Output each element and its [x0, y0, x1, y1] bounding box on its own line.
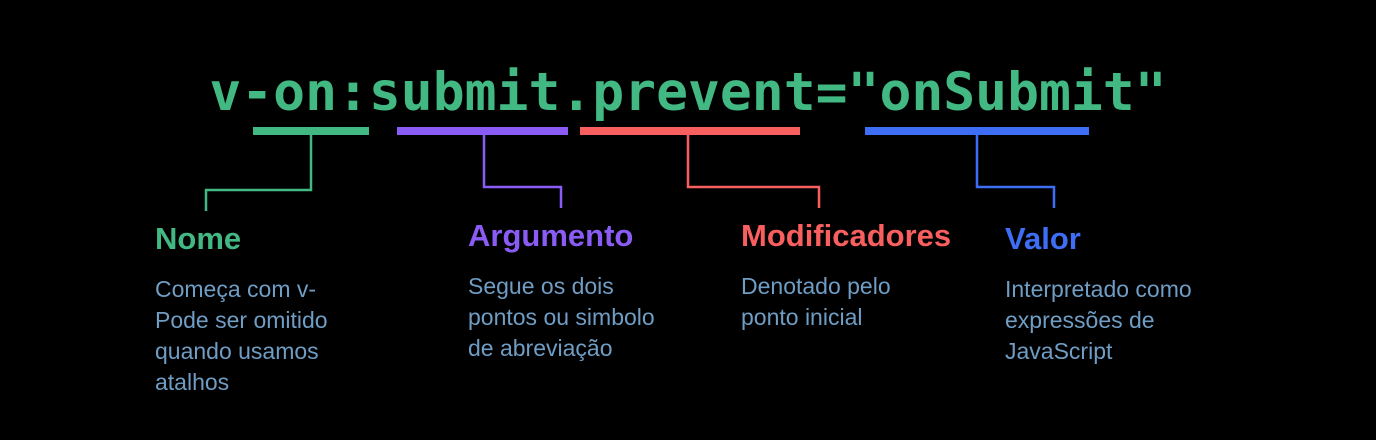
segment-bar-modificadores: [580, 127, 800, 135]
segment-description-line: Segue os dois: [468, 273, 614, 299]
segment-description-line: pontos ou simbolo: [468, 304, 655, 330]
segment-description-modificadores: Denotado pelo ponto inicial: [741, 254, 951, 333]
segment-description-line: atalhos: [155, 369, 230, 395]
segment-description-line: de abreviação: [468, 335, 613, 361]
segment-description-line: ponto inicial: [741, 304, 863, 330]
segment-description-line: quando usamos: [155, 338, 319, 364]
connector-valor: [975, 135, 1056, 208]
segment-description-line: JavaScript: [1005, 338, 1113, 364]
segment-title-valor: Valor: [1005, 221, 1081, 256]
segment-description-valor: Interpretado como expressões de JavaScript: [1005, 257, 1192, 367]
connector-argumento: [482, 135, 563, 208]
segment-description-line: Pode ser omitido: [155, 307, 328, 333]
segment-description-line: Denotado pelo: [741, 273, 891, 299]
segment-bar-nome: [253, 127, 369, 135]
segment-title-modificadores: Modificadores: [741, 218, 952, 253]
segment-bar-valor: [865, 127, 1089, 135]
segment-description-line: Interpretado como: [1005, 276, 1192, 302]
segment-bar-argumento: [397, 127, 568, 135]
segment-title-nome: Nome: [155, 221, 242, 256]
connector-modificadores: [686, 135, 821, 208]
segment-description-argumento: Segue os dois pontos ou simbolo de abrevia…: [468, 254, 655, 364]
segment-description-line: Começa com v-: [155, 276, 317, 302]
segment-description-nome: Começa com v- Pode ser omitido quando usam…: [155, 257, 328, 398]
segment-description-line: expressões de: [1005, 307, 1155, 333]
code-expression: v-on:submit.prevent="onSubmit": [209, 62, 1167, 123]
connector-nome: [204, 135, 313, 211]
segment-title-argumento: Argumento: [468, 218, 634, 253]
